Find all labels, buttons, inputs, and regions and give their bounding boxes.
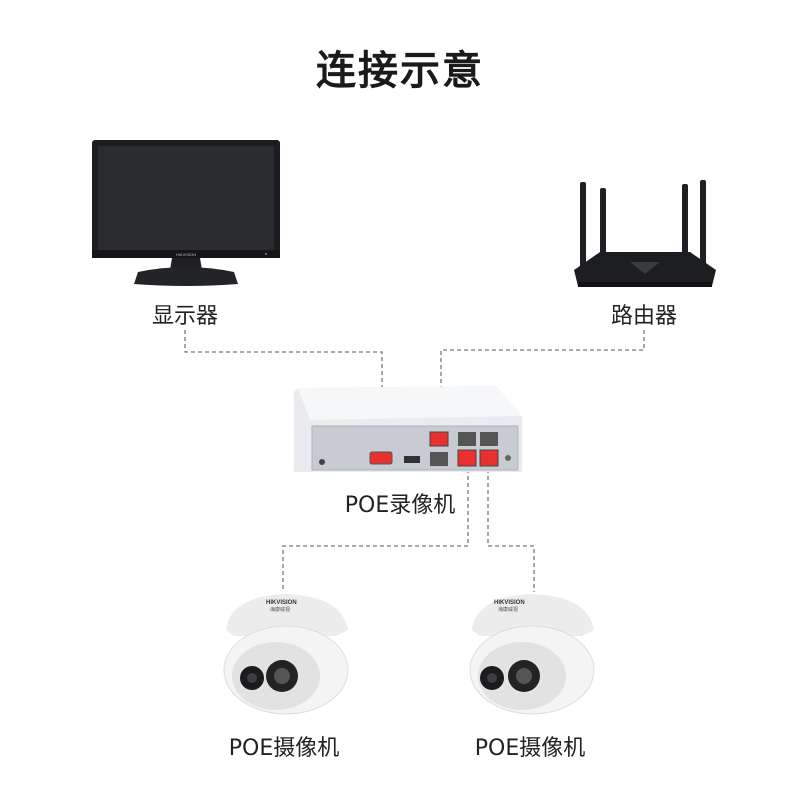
page-title: 连接示意: [316, 48, 484, 94]
wire-nvr-camera-left: [282, 462, 469, 592]
camera-right-brand-sub: 海康威视: [498, 606, 518, 613]
wire-nvr-camera-right: [487, 462, 535, 592]
camera-right-brand: HIKVISION: [494, 600, 525, 606]
camera-left-label: POE摄像机: [228, 736, 340, 761]
camera-right-label: POE摄像机: [474, 736, 586, 761]
monitor-label: 显示器: [151, 304, 218, 329]
router-icon: [574, 180, 716, 287]
camera-left-icon: HIKVISION 海康威视: [223, 594, 349, 715]
nvr-label: POE录像机: [344, 493, 456, 518]
camera-left-brand: HIKVISION: [266, 600, 297, 606]
monitor-brand: HIKVISION: [176, 252, 196, 257]
camera-right-icon: HIKVISION 海康威视: [469, 594, 595, 715]
router-label: 路由器: [610, 304, 677, 329]
nvr-icon: [294, 386, 522, 472]
camera-left-brand-sub: 海康威视: [270, 606, 290, 613]
wire-monitor-nvr: [184, 330, 383, 456]
monitor-icon: HIKVISION: [92, 140, 280, 286]
